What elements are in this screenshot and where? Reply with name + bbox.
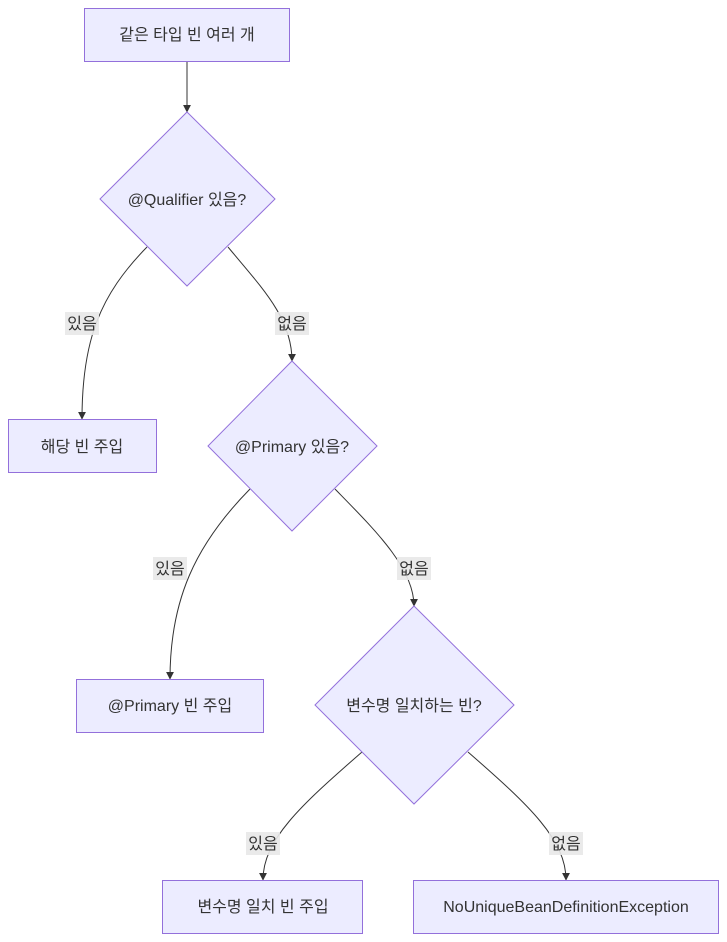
node-exception-label: NoUniqueBeanDefinitionException bbox=[443, 899, 689, 916]
edge-label-primary-yes-text: 있음 bbox=[155, 560, 184, 578]
node-inject-by-name: 변수명 일치 빈 주입 bbox=[162, 880, 363, 934]
edge-label-qualifier-yes: 있음 bbox=[65, 312, 99, 335]
edge-primary-no bbox=[334, 488, 418, 607]
edge-labels: 있음 없음 있음 없음 있음 없음 bbox=[65, 312, 583, 855]
edge-name-no bbox=[467, 751, 570, 881]
nodes: 같은 타입 빈 여러 개 @Qualifier 있음? 해당 빈 주입 @Pri… bbox=[8, 8, 719, 934]
node-inject-primary-label: @Primary 빈 주입 bbox=[108, 697, 232, 715]
node-inject-target-label: 해당 빈 주입 bbox=[41, 438, 124, 456]
edge-qualifier-no bbox=[227, 246, 296, 362]
edge-label-qualifier-yes-text: 있음 bbox=[67, 315, 96, 333]
edge-primary-yes bbox=[166, 488, 251, 680]
edge-label-name-no-text: 없음 bbox=[551, 835, 580, 853]
edge-label-qualifier-no: 없음 bbox=[275, 312, 309, 335]
node-qualifier-check-label: @Qualifier 있음? bbox=[128, 191, 247, 209]
node-name-check-label: 변수명 일치하는 빈? bbox=[346, 697, 482, 715]
edge-label-name-yes-text: 있음 bbox=[248, 835, 277, 853]
edge-label-primary-no-text: 없음 bbox=[399, 560, 428, 578]
edges bbox=[78, 62, 570, 881]
node-primary-check: @Primary 있음? bbox=[207, 360, 378, 532]
node-start: 같은 타입 빈 여러 개 bbox=[84, 8, 290, 62]
edge-label-name-no: 없음 bbox=[549, 832, 583, 855]
node-inject-target: 해당 빈 주입 bbox=[8, 419, 157, 473]
edge-label-primary-yes: 있음 bbox=[153, 557, 187, 580]
node-start-label: 같은 타입 빈 여러 개 bbox=[119, 26, 255, 44]
edge-label-primary-no: 없음 bbox=[397, 557, 431, 580]
edge-label-qualifier-no-text: 없음 bbox=[277, 315, 306, 333]
node-inject-by-name-label: 변수명 일치 빈 주입 bbox=[197, 898, 328, 916]
node-qualifier-check: @Qualifier 있음? bbox=[99, 111, 276, 287]
edge-label-name-yes: 있음 bbox=[246, 832, 280, 855]
node-inject-primary: @Primary 빈 주입 bbox=[76, 679, 264, 733]
node-name-check: 변수명 일치하는 빈? bbox=[314, 605, 515, 805]
node-primary-check-label: @Primary 있음? bbox=[235, 438, 349, 456]
edge-name-yes bbox=[259, 751, 363, 881]
node-exception: NoUniqueBeanDefinitionException bbox=[413, 880, 719, 934]
